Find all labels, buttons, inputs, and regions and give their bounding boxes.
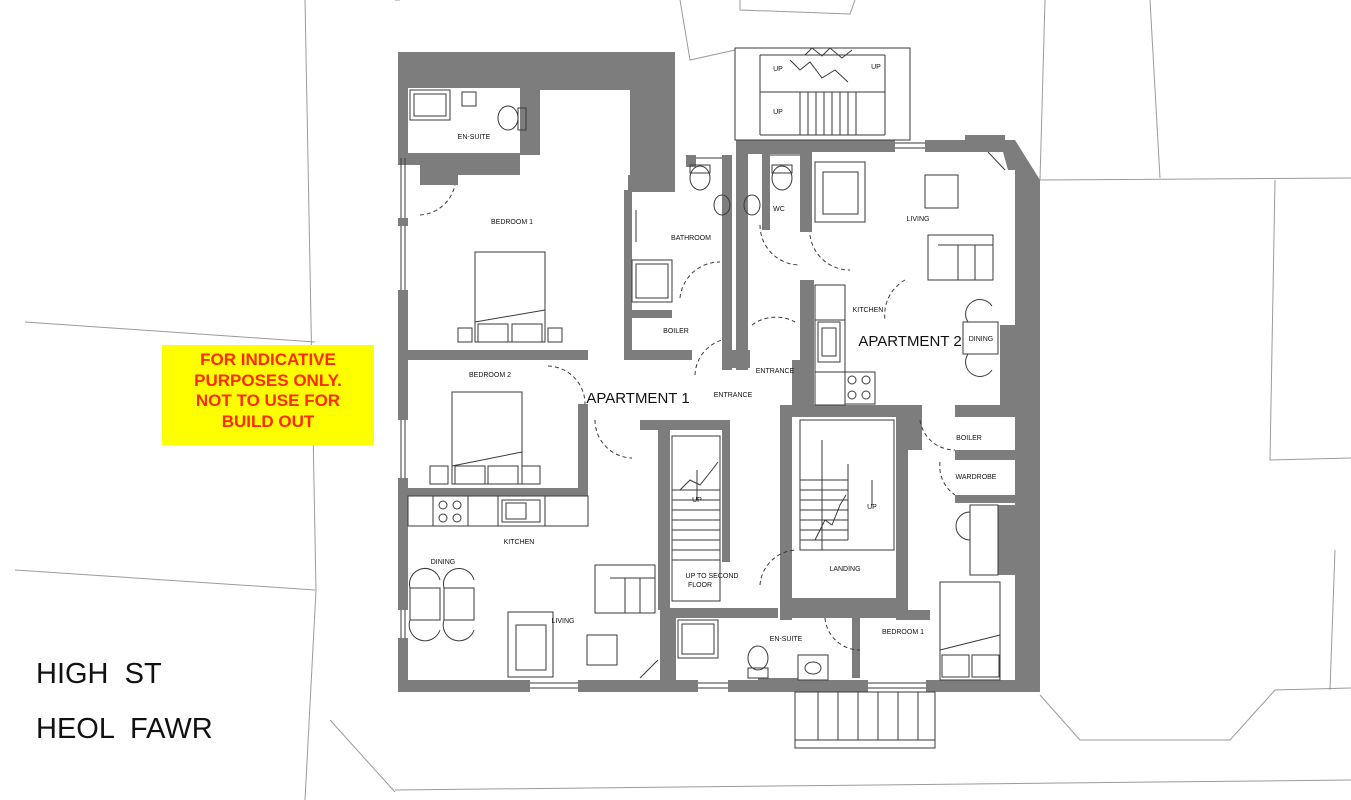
entrance-steps xyxy=(794,691,936,749)
label-apt1-entrance: ENTRANCE xyxy=(714,392,753,399)
label-apt1-bedroom-1: BEDROOM 1 xyxy=(491,219,533,226)
label-apt2-wc: WC xyxy=(773,206,785,213)
label-apartment-1: APARTMENT 1 xyxy=(586,390,689,407)
label-apartment-2: APARTMENT 2 xyxy=(858,333,961,350)
label-apt2-kitchen: KITCHEN xyxy=(853,307,884,314)
label-apt2-bedroom-1: BEDROOM 1 xyxy=(882,629,924,636)
label-apt1-bathroom: BATHROOM xyxy=(671,235,711,242)
label-apt1-dining: DINING xyxy=(431,559,456,566)
indicative-purposes-notice: FOR INDICATIVE PURPOSES ONLY. NOT TO USE… xyxy=(162,345,374,445)
label-stairs-up-1: UP xyxy=(773,66,783,73)
street-name-welsh: HEOL FAWR xyxy=(36,713,213,745)
label-apt1-living: LIVING xyxy=(552,618,575,625)
label-apt2-wardrobe: WARDROBE xyxy=(956,474,997,481)
street-name-english: HIGH ST xyxy=(36,658,162,690)
label-stairs-up-5: UP xyxy=(867,504,877,511)
label-apt2-entrance: ENTRANCE xyxy=(756,368,795,375)
label-apt1-boiler: BOILER xyxy=(663,328,689,335)
label-apt1-bedroom-2: BEDROOM 2 xyxy=(469,372,511,379)
furniture xyxy=(407,89,1006,681)
label-stairs-up-4: UP xyxy=(692,497,702,504)
label-apt2-boiler: BOILER xyxy=(956,435,982,442)
label-up-to-second-1: UP TO SECOND xyxy=(686,573,739,580)
label-apt2-dining: DINING xyxy=(969,336,994,343)
notice-line-2: PURPOSES ONLY. xyxy=(194,370,342,390)
internal-stairs xyxy=(671,419,895,602)
walls xyxy=(398,52,1040,692)
label-stairs-up-3: UP xyxy=(773,109,783,116)
label-apt1-kitchen: KITCHEN xyxy=(504,539,535,546)
label-apt2-landing: LANDING xyxy=(829,566,860,573)
notice-line-3: NOT TO USE FOR xyxy=(195,391,341,410)
label-apt2-ensuite: EN-SUITE xyxy=(770,636,803,643)
windows xyxy=(400,142,926,689)
label-apt1-ensuite: EN-SUITE xyxy=(458,134,491,141)
top-external-stairs xyxy=(734,47,911,141)
doors xyxy=(419,184,956,651)
label-stairs-up-2: UP xyxy=(871,64,881,71)
label-apt2-living: LIVING xyxy=(907,216,930,223)
notice-line-1: FOR INDICATIVE xyxy=(200,350,336,369)
notice-line-4: BUILD OUT xyxy=(221,411,315,431)
label-up-to-second-2: FLOOR xyxy=(688,582,712,589)
